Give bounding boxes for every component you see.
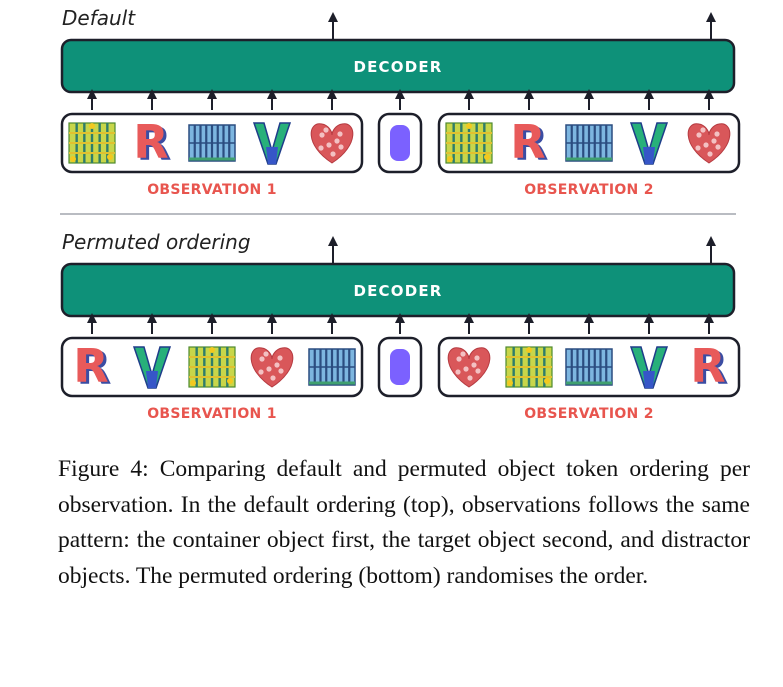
heart-object-icon — [250, 347, 294, 388]
separator-pill — [390, 349, 410, 385]
rack-object-icon — [565, 124, 613, 162]
grid-object-icon — [505, 346, 553, 388]
svg-text:R: R — [513, 117, 548, 171]
observation-label: OBSERVATION 2 — [524, 182, 654, 198]
svg-text:R: R — [136, 117, 171, 171]
observation-label: OBSERVATION 1 — [147, 406, 277, 422]
panel-title: Permuted ordering — [62, 230, 251, 254]
svg-text:R: R — [510, 115, 545, 169]
separator-token — [377, 112, 423, 174]
panel-title: Default — [62, 6, 136, 30]
V-object-icon — [132, 346, 172, 389]
grid-object-icon — [188, 346, 236, 388]
grid-object-icon — [445, 122, 493, 164]
rack-object-icon — [308, 348, 356, 386]
svg-text:R: R — [693, 341, 728, 395]
R-object-icon: RR — [690, 339, 728, 395]
observation-group: RR OBSERVATION 2 — [437, 112, 741, 198]
heart-object-icon — [310, 123, 354, 164]
heart-object-icon — [687, 123, 731, 164]
separator-token — [377, 336, 423, 398]
R-object-icon: RR — [133, 115, 171, 171]
decoder-label: DECODER — [353, 58, 442, 76]
heart-object-icon — [447, 347, 491, 388]
V-object-icon — [252, 122, 292, 165]
V-object-icon — [629, 122, 669, 165]
observation-group: RR OBSERVATION 1 — [60, 336, 364, 422]
grid-object-icon — [68, 122, 116, 164]
svg-text:R: R — [133, 115, 168, 169]
figure-caption: Figure 4: Comparing default and permuted… — [58, 456, 750, 589]
decoder-block: DECODER — [60, 38, 736, 94]
V-object-icon — [629, 346, 669, 389]
rack-object-icon — [565, 348, 613, 386]
R-object-icon: RR — [510, 115, 548, 171]
svg-text:R: R — [73, 339, 108, 393]
observation-label: OBSERVATION 2 — [524, 406, 654, 422]
observation-group: RR OBSERVATION 1 — [60, 112, 364, 198]
rack-object-icon — [188, 124, 236, 162]
R-object-icon: RR — [73, 339, 111, 395]
decoder-label: DECODER — [353, 282, 442, 300]
decoder-block: DECODER — [60, 262, 736, 318]
observation-label: OBSERVATION 1 — [147, 182, 277, 198]
svg-text:R: R — [76, 341, 111, 395]
svg-text:R: R — [690, 339, 725, 393]
separator-pill — [390, 125, 410, 161]
observation-group: RR OBSERVATION 2 — [437, 336, 741, 422]
